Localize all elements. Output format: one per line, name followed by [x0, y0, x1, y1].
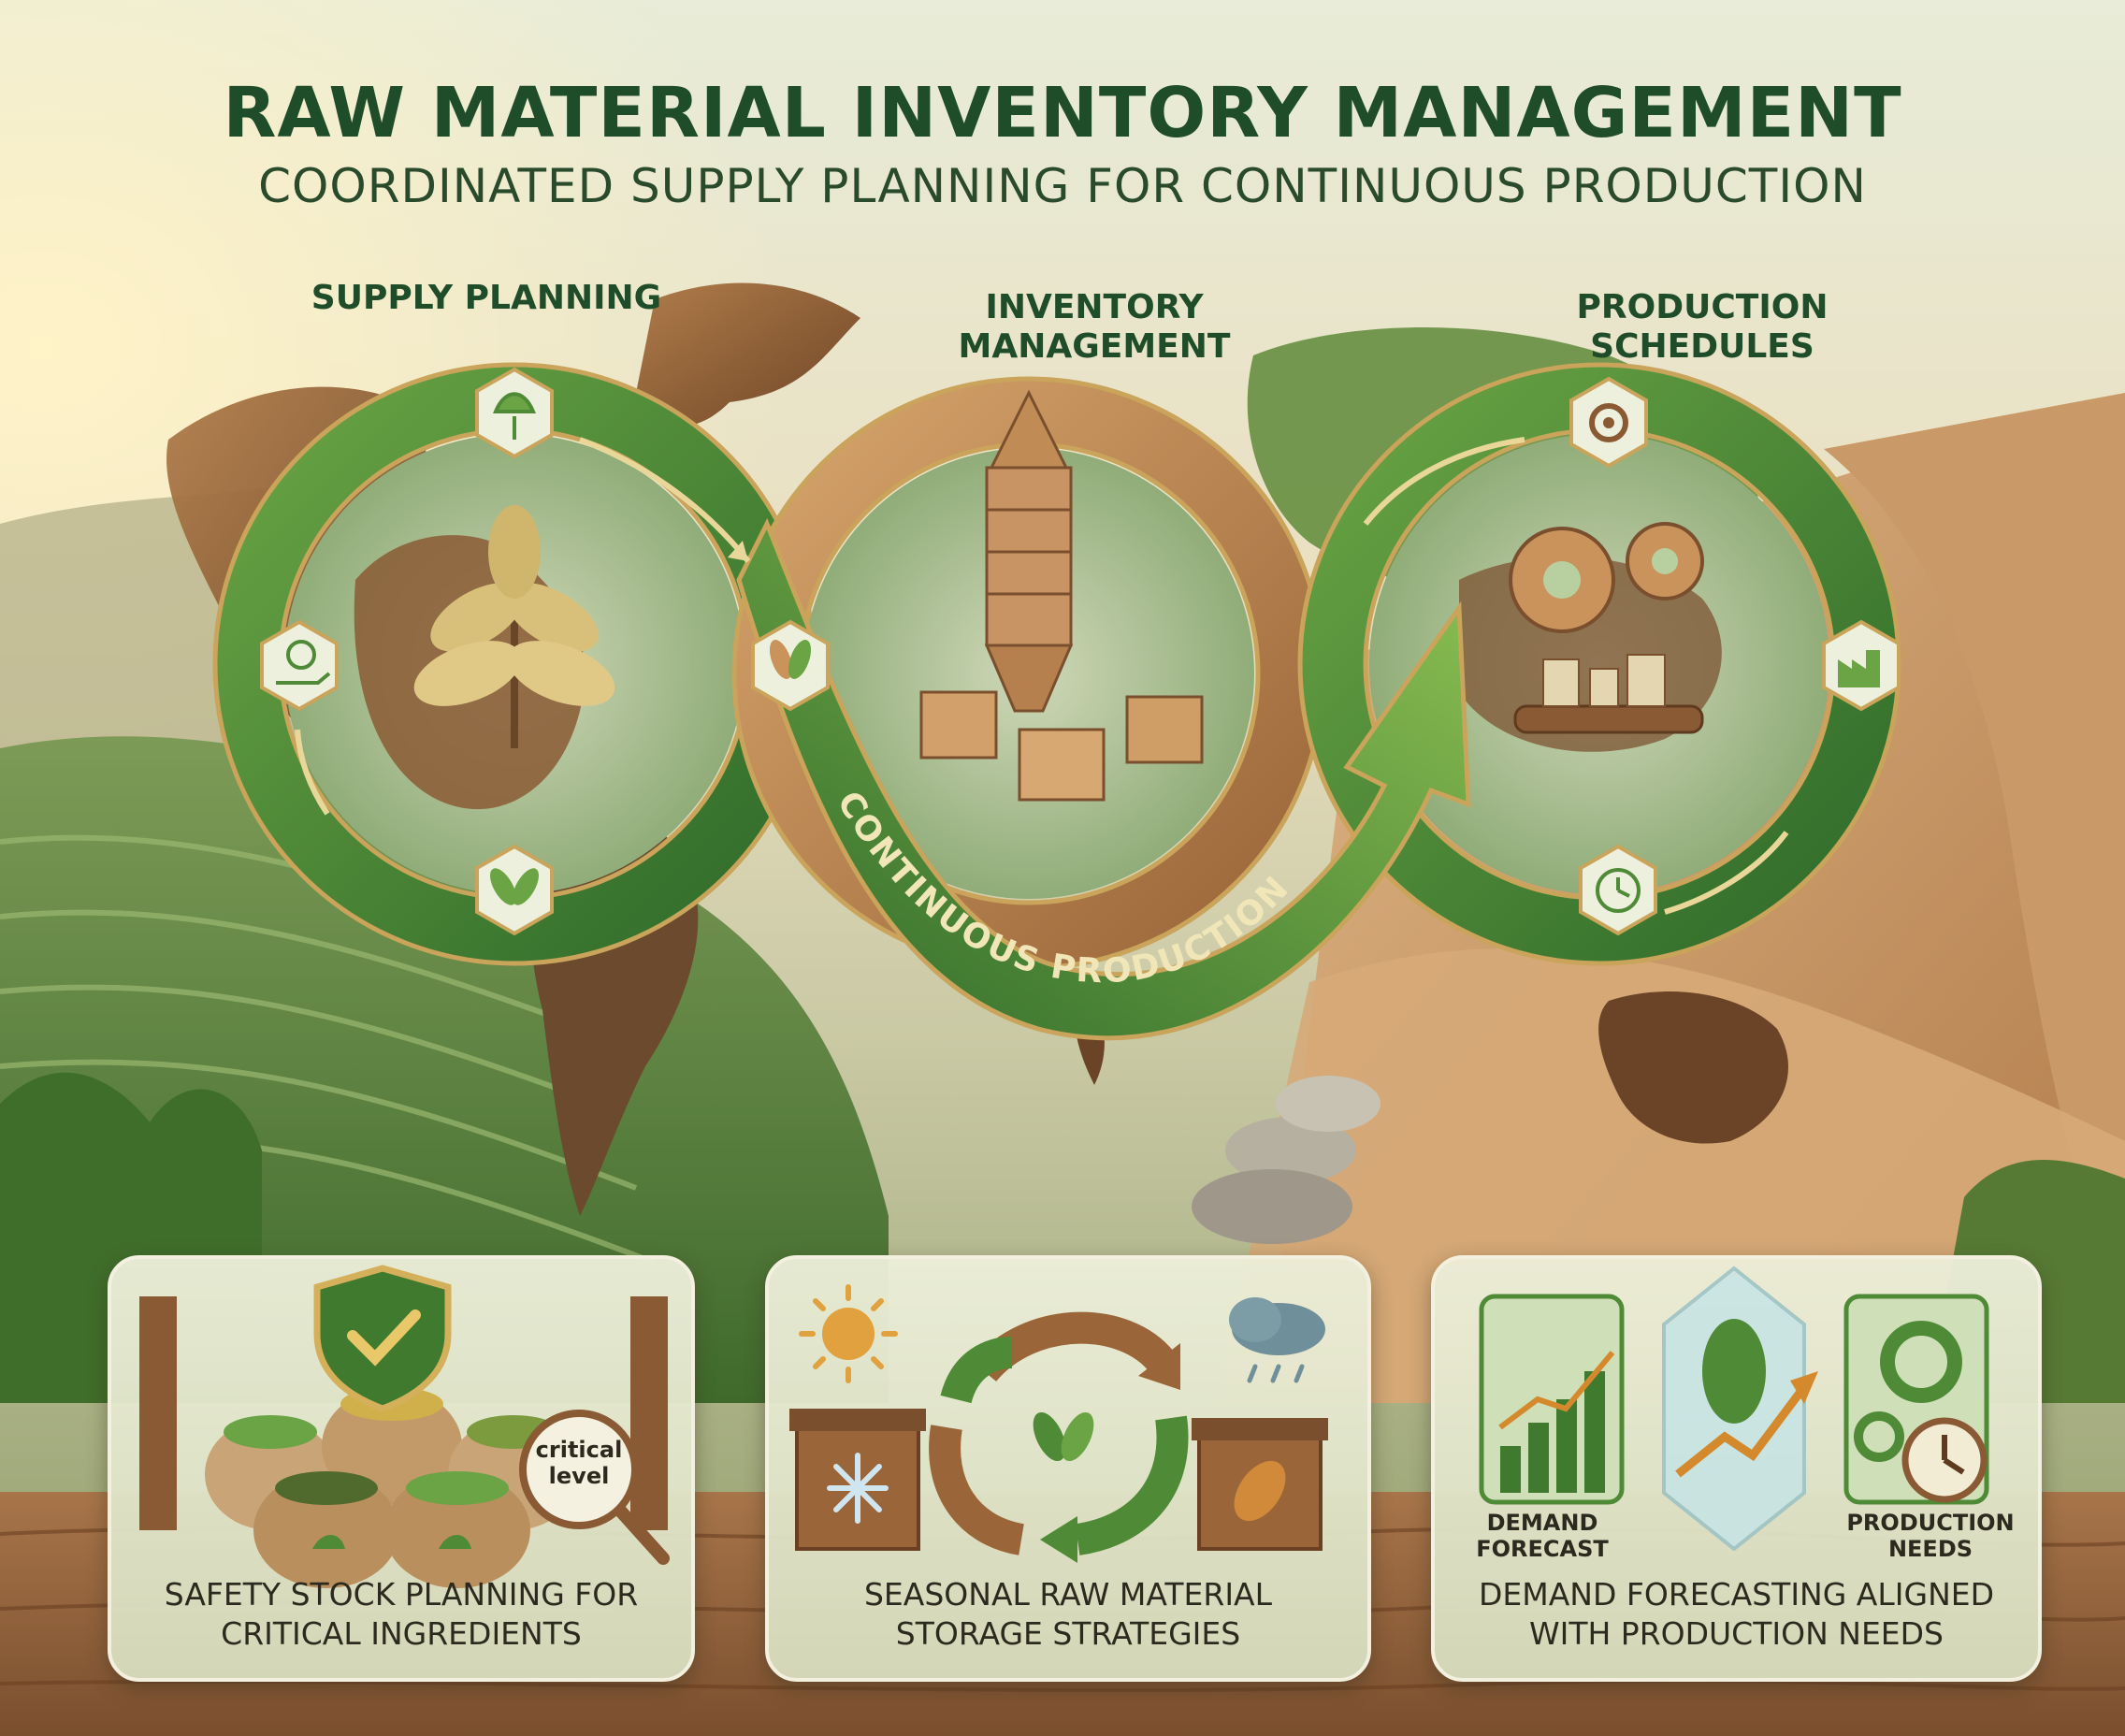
rain-cloud-icon	[1229, 1297, 1325, 1383]
critical-level-badge: critical level	[535, 1437, 623, 1489]
panel-safety-stock-caption: SAFETY STOCK PLANNING FOR CRITICAL INGRE…	[164, 1576, 639, 1652]
crystal-leaf-icon	[1662, 1266, 1818, 1552]
panel-seasonal-storage: SEASONAL RAW MATERIAL STORAGE STRATEGIES	[765, 1255, 1371, 1682]
continuous-production-arrow	[736, 517, 1471, 1041]
silo-icon	[984, 389, 1074, 713]
stage-label-supply-planning: SUPPLY PLANNING	[311, 279, 662, 317]
panel-safety-stock: critical level SAFETY STOCK PLANNING FOR…	[108, 1255, 695, 1682]
clock-icon	[1901, 1417, 1988, 1503]
conveyor-icon	[1513, 654, 1704, 734]
production-needs-label: PRODUCTION NEEDS	[1846, 1510, 2015, 1562]
boxes-icon	[919, 690, 1204, 802]
panel-safety-stock-art	[139, 1265, 670, 1588]
sun-icon	[799, 1284, 898, 1383]
leaf-pair-icon	[475, 844, 554, 936]
gear-icon	[1854, 1321, 1962, 1462]
ginkgo-leaf-icon	[475, 367, 554, 459]
gears-icon	[1509, 522, 1704, 633]
bar-chart-icon	[1498, 1351, 1615, 1493]
magnifier-icon	[519, 1410, 670, 1565]
snowflake-crate-icon	[789, 1409, 926, 1551]
shield-check-icon	[313, 1265, 452, 1412]
factory-icon	[1822, 619, 1901, 712]
clock-icon	[1579, 844, 1657, 936]
sprout-icon	[751, 619, 830, 712]
cycle-arrows-icon	[929, 1311, 1189, 1563]
gear-badge-icon	[1569, 376, 1648, 469]
money-hand-icon	[260, 619, 339, 712]
panel-seasonal-storage-caption: SEASONAL RAW MATERIAL STORAGE STRATEGIES	[863, 1576, 1273, 1652]
stage-label-inventory-management: INVENTORY MANAGEMENT	[958, 288, 1231, 366]
panel-demand-forecasting: DEMAND FORECAST PRODUCTION NEEDS DEMAND …	[1431, 1255, 2042, 1682]
panel-demand-forecasting-caption: DEMAND FORECASTING ALIGNED WITH PRODUCTI…	[1478, 1576, 1995, 1652]
leaf-crate-icon	[1192, 1418, 1328, 1551]
stage-label-production-schedules: PRODUCTION SCHEDULES	[1576, 288, 1829, 366]
panel-seasonal-storage-art	[789, 1284, 1328, 1563]
panel-demand-forecasting-art	[1479, 1266, 1989, 1552]
demand-forecast-label: DEMAND FORECAST	[1476, 1510, 1609, 1562]
sacks-icon	[205, 1387, 579, 1588]
plant-icon	[413, 505, 615, 748]
subtitle: COORDINATED SUPPLY PLANNING FOR CONTINUO…	[258, 159, 1867, 213]
main-title: RAW MATERIAL INVENTORY MANAGEMENT	[223, 73, 1902, 153]
